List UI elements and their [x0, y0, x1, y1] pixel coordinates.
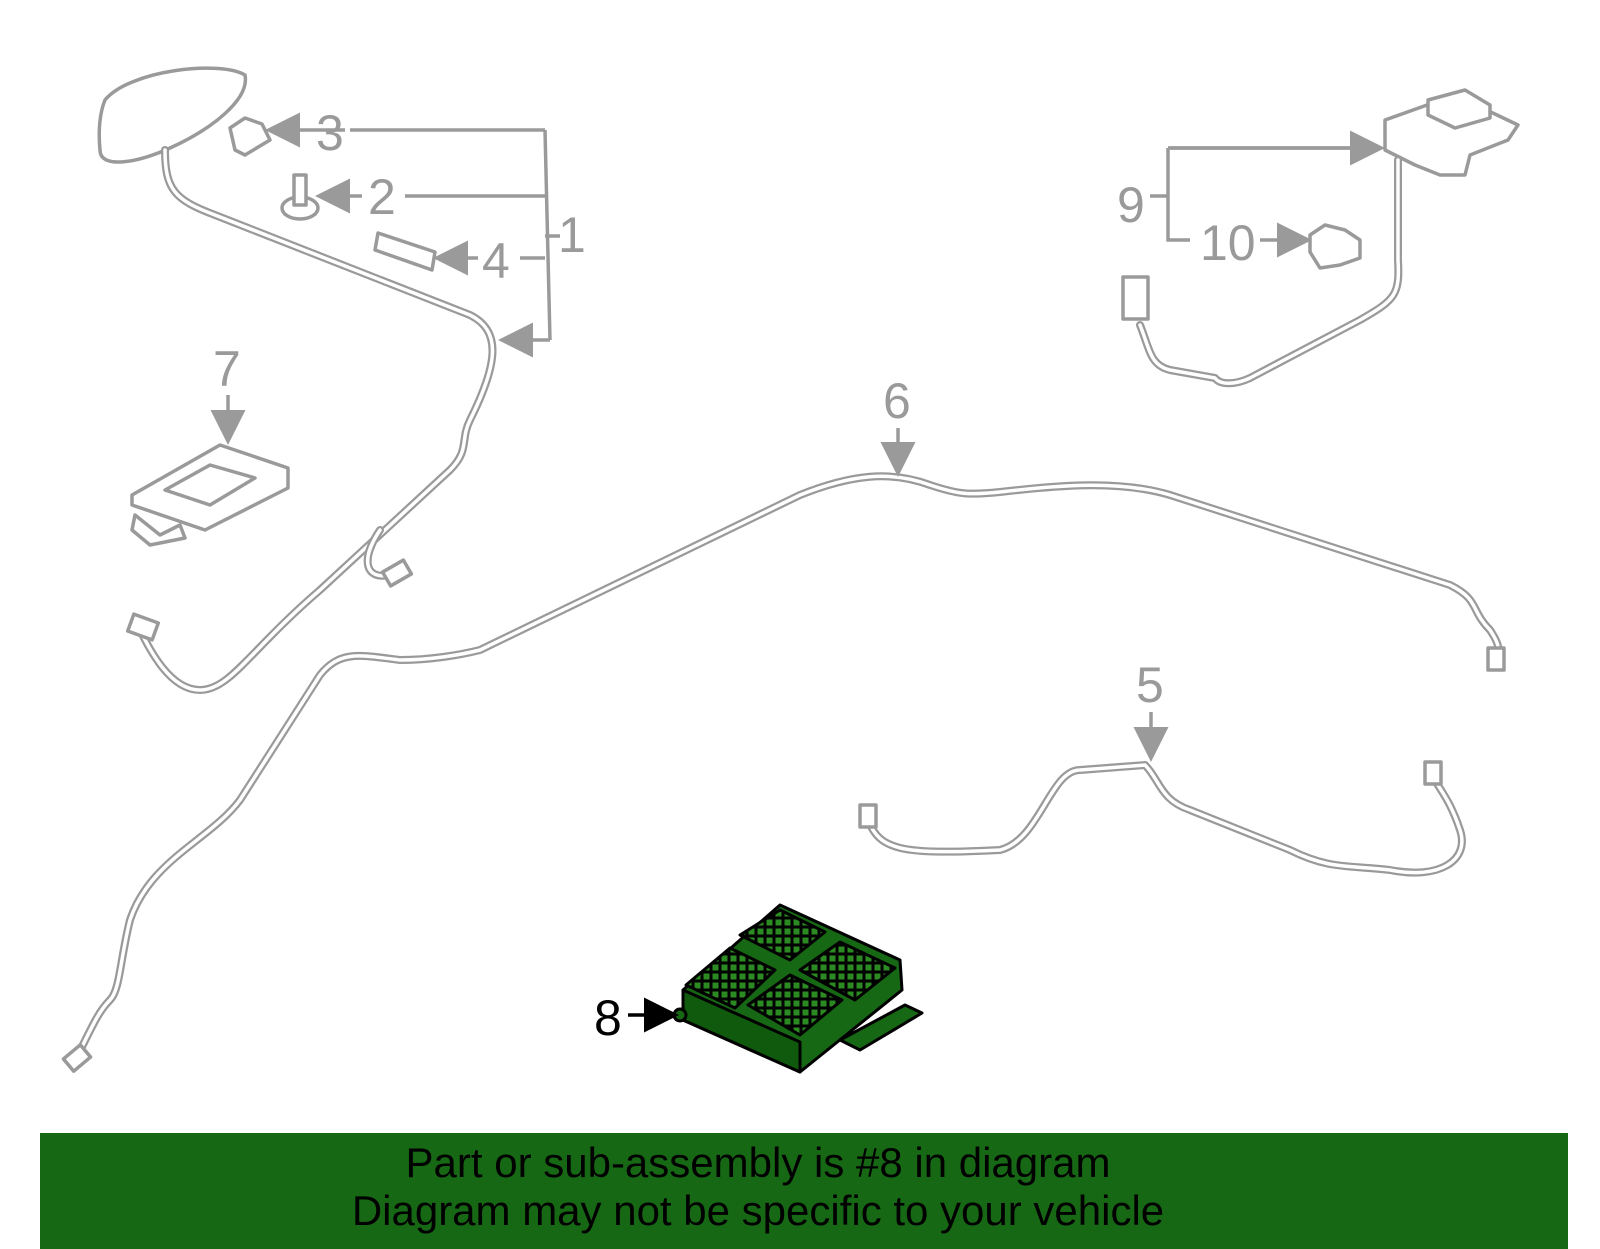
callout-4: 4	[482, 233, 510, 289]
callout-8: 8	[594, 990, 622, 1046]
callout-10: 10	[1200, 215, 1256, 271]
part-3-clip	[228, 116, 272, 157]
callout-9: 9	[1117, 177, 1145, 233]
callout-7: 7	[213, 341, 241, 397]
banner-line-1: Part or sub-assembly is #8 in diagram	[405, 1139, 1111, 1186]
part-4-pad	[373, 231, 437, 272]
callout-3: 3	[316, 105, 344, 161]
part-2-bolt	[280, 173, 320, 221]
part-7-module	[130, 443, 290, 547]
part-5-cable	[858, 760, 1466, 877]
part-1-antenna-assembly	[97, 66, 497, 694]
part-6-cable	[61, 472, 1506, 1073]
part-10-clip	[1308, 223, 1362, 270]
callout-6: 6	[883, 373, 911, 429]
callout-2: 2	[368, 169, 396, 225]
callout-bracket-9	[1150, 146, 1378, 242]
banner-line-2: Diagram may not be specific to your vehi…	[351, 1187, 1165, 1234]
callout-5: 5	[1136, 657, 1164, 713]
callout-bracket-1	[350, 128, 560, 341]
part-9-camera	[1121, 88, 1520, 388]
info-banner: Part or sub-assembly is #8 in diagram Di…	[40, 1133, 1568, 1249]
part-8-control-module	[672, 903, 924, 1074]
callout-1: 1	[558, 207, 586, 263]
